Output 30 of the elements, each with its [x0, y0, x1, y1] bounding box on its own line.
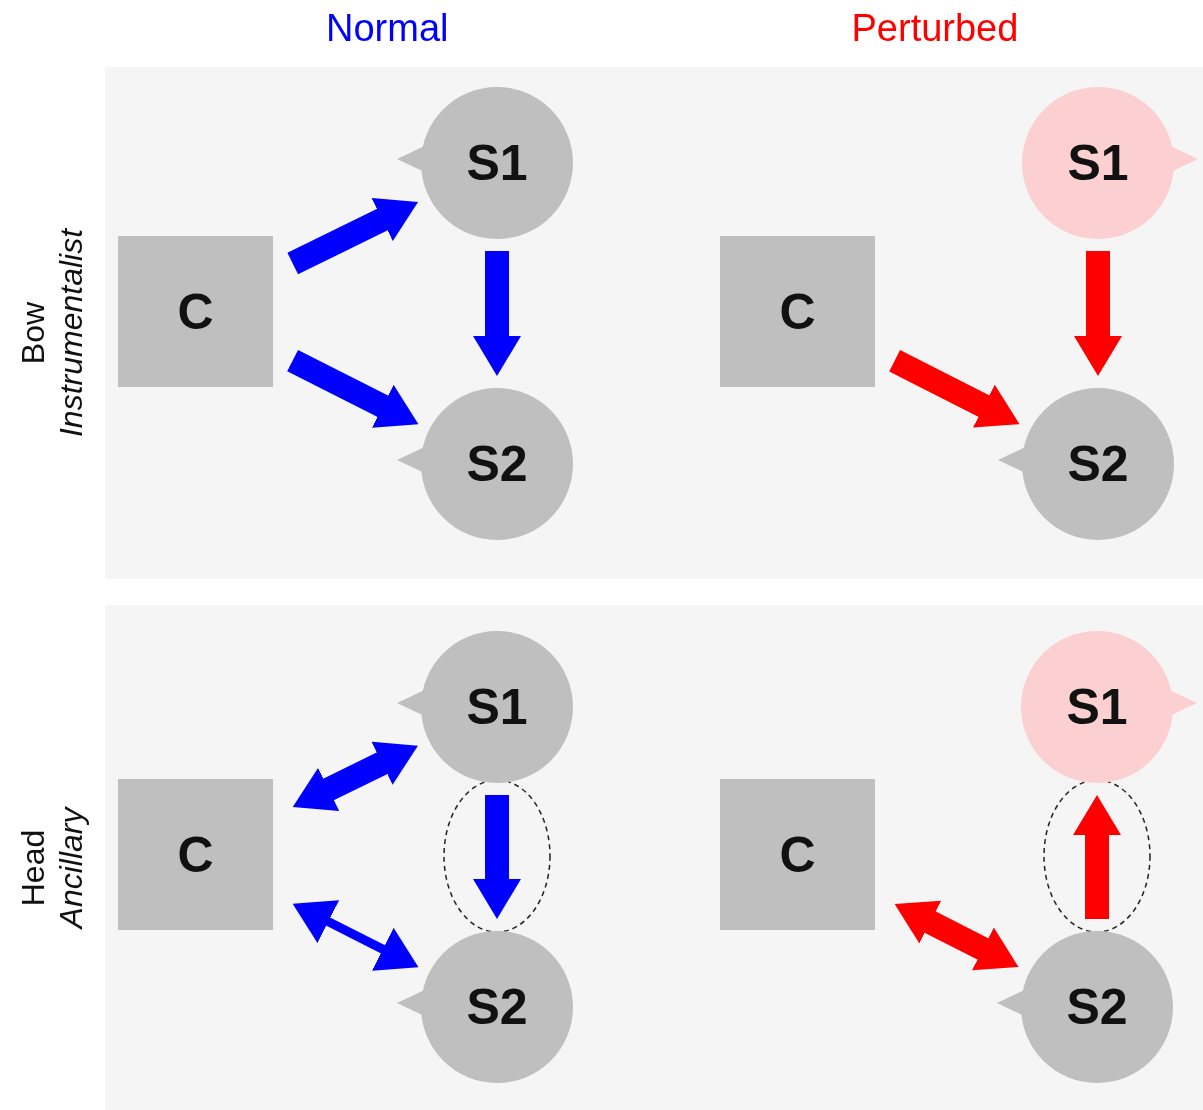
row-label: Head [16, 829, 49, 906]
node-label: C [779, 286, 816, 337]
square-node [720, 236, 875, 387]
arrow [292, 741, 418, 811]
arrow [292, 900, 419, 971]
square-node [720, 779, 875, 930]
node-label: S2 [1067, 439, 1129, 489]
node-label: C [177, 286, 214, 337]
row-label: Bow [17, 301, 50, 365]
arrow [889, 350, 1020, 428]
node-label: S1 [466, 682, 528, 732]
node-label: S1 [1066, 682, 1128, 732]
row-label: Instrumentalist [55, 228, 88, 438]
row-label: Ancillary [54, 807, 87, 928]
node-label: S2 [466, 982, 528, 1032]
node-label: C [779, 829, 816, 880]
column-heading: Normal [326, 9, 449, 47]
arrow [287, 349, 419, 428]
arrow [473, 251, 521, 376]
arrow [287, 198, 419, 275]
node-label: S1 [1067, 138, 1129, 188]
arrow [894, 900, 1019, 971]
square-node [118, 779, 273, 930]
column-heading: Perturbed [851, 9, 1019, 47]
node-label: S2 [466, 439, 528, 489]
arrow [1074, 251, 1122, 376]
node-label: C [177, 829, 214, 880]
square-node [118, 236, 273, 387]
node-label: S1 [466, 138, 528, 188]
node-label: S2 [1066, 982, 1128, 1032]
